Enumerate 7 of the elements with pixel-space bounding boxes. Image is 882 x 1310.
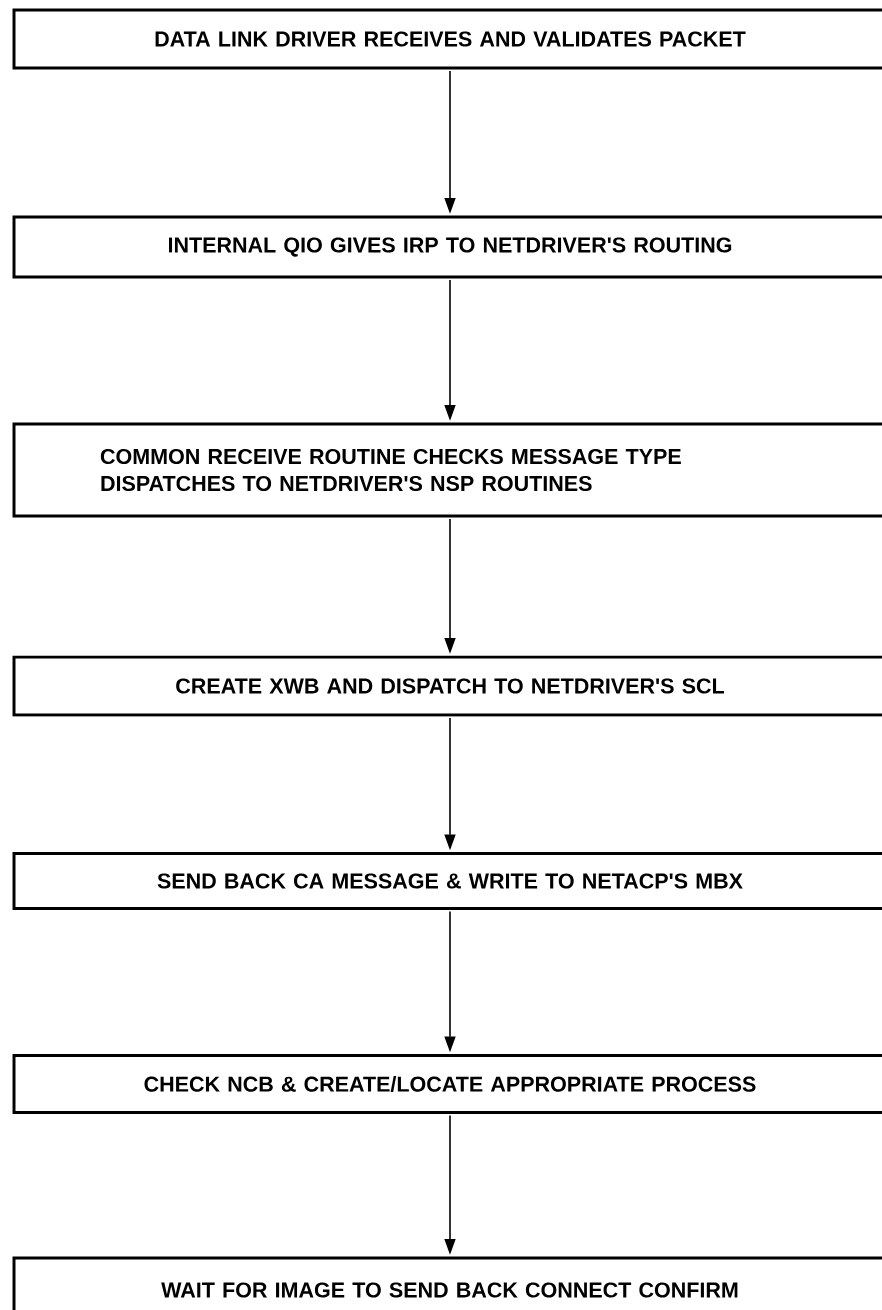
process-box: SEND BACK CA MESSAGE & WRITE TO NETACP'S MBX bbox=[12, 852, 882, 910]
process-box: COMMON RECEIVE ROUTINE CHECKS MESSAGE TYPE DISPATCHES TO NETDRIVER'S NSP ROUTINES bbox=[12, 422, 882, 518]
process-box: CREATE XWB AND DISPATCH TO NETDRIVER'S SCL bbox=[12, 655, 882, 717]
process-box: DATA LINK DRIVER RECEIVES AND VALIDATES PACKET bbox=[12, 8, 882, 70]
process-box: WAIT FOR IMAGE TO SEND BACK CONNECT CONFIRM bbox=[12, 1256, 882, 1310]
process-box: INTERNAL QIO GIVES IRP TO NETDRIVER'S ROUTING bbox=[12, 215, 882, 279]
process-box: CHECK NCB & CREATE/LOCATE APPROPRIATE PROCESS bbox=[12, 1054, 882, 1114]
